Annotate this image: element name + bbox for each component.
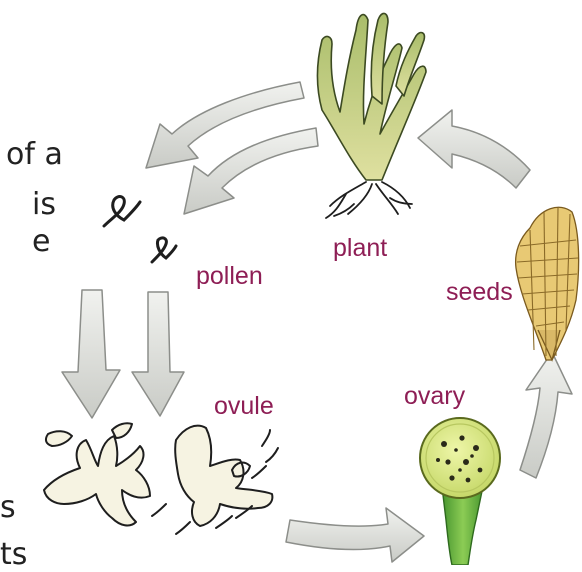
label-seeds: seeds	[446, 280, 513, 305]
seed-cone-icon	[516, 207, 579, 360]
label-plant: plant	[333, 236, 387, 261]
label-ovule: ovule	[214, 394, 274, 419]
label-pollen: pollen	[196, 264, 263, 289]
pollen-grain-icon	[104, 197, 176, 262]
label-ovary: ovary	[404, 384, 465, 409]
plant-rhizoids	[326, 182, 412, 218]
plant-icon	[318, 13, 427, 180]
ovary-icon	[420, 418, 500, 565]
